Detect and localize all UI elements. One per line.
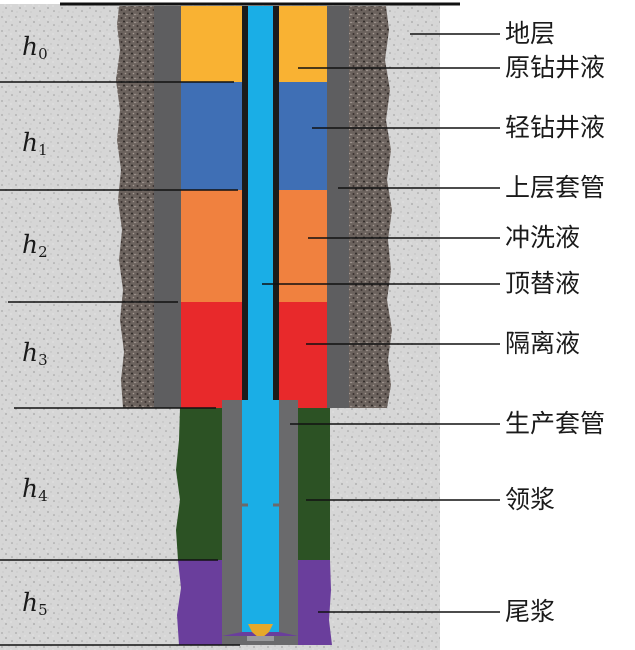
inner-pipe-left-wall [242, 6, 248, 400]
upper-casing-left-wall [154, 6, 181, 408]
label-original-mud: 原钻井液 [505, 53, 606, 82]
label-spacer: 隔离液 [505, 329, 581, 358]
label-upper-casing: 上层套管 [505, 173, 606, 202]
label-flush: 冲洗液 [505, 223, 581, 252]
production-casing-left-wall [222, 400, 242, 636]
plug-seat [247, 636, 274, 641]
cement-plug [248, 624, 273, 638]
interval-label-h5: h5 [22, 588, 48, 619]
label-displacement: 顶替液 [505, 269, 581, 298]
inner-pipe-right-wall [273, 6, 279, 400]
label-lead-slurry: 领浆 [505, 485, 556, 514]
layer-displacement-fluid [248, 6, 273, 400]
production-casing-taper [242, 505, 279, 632]
interval-label-h4: h4 [22, 474, 48, 505]
upper-cement-right [348, 6, 392, 408]
interval-label-h0: h0 [22, 32, 48, 63]
upper-casing-right-wall [327, 6, 349, 408]
interval-label-h1: h1 [22, 128, 48, 159]
upper-cement-left [116, 6, 154, 408]
label-tail-slurry: 尾浆 [505, 597, 556, 626]
label-production-casing: 生产套管 [505, 409, 606, 438]
label-light-mud: 轻钻井液 [505, 113, 606, 142]
interval-label-h3: h3 [22, 338, 48, 369]
label-formation: 地层 [505, 19, 556, 48]
production-casing-right-wall [279, 400, 298, 636]
interval-label-h2: h2 [22, 230, 48, 261]
